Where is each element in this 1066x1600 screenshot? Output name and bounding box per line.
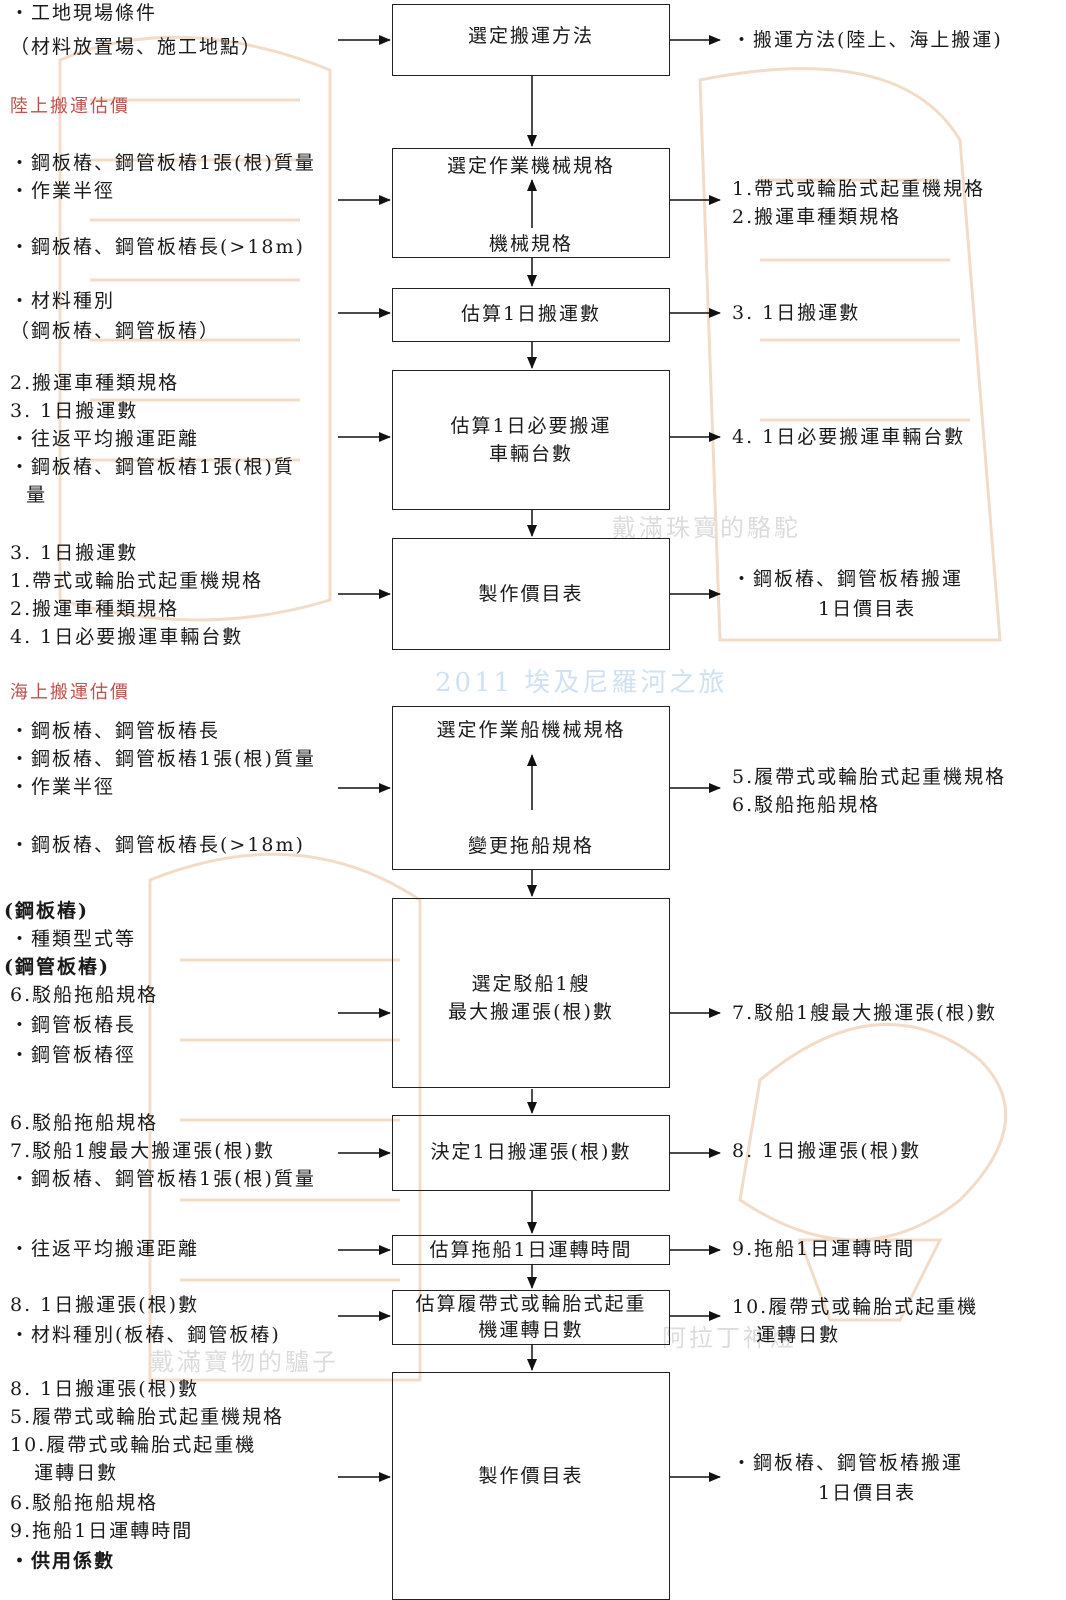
land-machine-spec-label: 機械規格 bbox=[488, 233, 573, 255]
sea-step1-input-3: ・作業半徑 bbox=[10, 776, 116, 798]
sea-step6-input-4: 運轉日數 bbox=[10, 1462, 119, 1484]
land-price-list-box bbox=[392, 538, 670, 650]
sea-step2-input-1: (鋼板樁) bbox=[4, 900, 89, 922]
land-step5-input-3: 2.搬運車種類規格 bbox=[10, 598, 180, 620]
sea-select-ship-machine-box bbox=[392, 706, 670, 870]
land-step2-input-3: ・鋼板樁、鋼管板樁長(>18m) bbox=[10, 236, 305, 258]
sea-step6-input-3: 10.履帶式或輪胎式起重機 bbox=[10, 1434, 257, 1456]
land-step4-output-1: 4. 1日必要搬運車輛台數 bbox=[732, 426, 966, 448]
sea-step3-output-1: 8. 1日搬運張(根)數 bbox=[732, 1140, 922, 1162]
sea-daily-count-box bbox=[392, 1115, 670, 1191]
sea-barge-capacity-label-1: 選定駁船1艘 bbox=[471, 973, 591, 995]
sea-step2-input-4: 6.駁船拖船規格 bbox=[10, 984, 159, 1006]
land-vehicle-count-label-2: 車輛台數 bbox=[488, 443, 573, 465]
land-step5-input-1: 3. 1日搬運數 bbox=[10, 542, 139, 564]
sea-step3-input-3: ・鋼板樁、鋼管板樁1張(根)質量 bbox=[10, 1168, 316, 1190]
land-daily-count-label: 估算1日搬運數 bbox=[460, 303, 602, 325]
sea-price-list-label: 製作價目表 bbox=[478, 1465, 584, 1487]
sea-step1-input-2: ・鋼板樁、鋼管板樁1張(根)質量 bbox=[10, 748, 316, 770]
land-step2-output-1: 1.帶式或輪胎式起重機規格 bbox=[732, 178, 986, 200]
sea-step6-input-5: 6.駁船拖船規格 bbox=[10, 1492, 159, 1514]
sea-step6-output-2: 1日價目表 bbox=[818, 1482, 917, 1504]
sea-tug-time-label: 估算拖船1日運轉時間 bbox=[429, 1239, 633, 1261]
sea-step1-output-1: 5.履帶式或輪胎式起重機規格 bbox=[732, 766, 1007, 788]
sea-daily-count-label: 決定1日搬運張(根)數 bbox=[430, 1141, 632, 1163]
sea-step5-output-1: 10.履帶式或輪胎式起重機 bbox=[732, 1296, 979, 1318]
land-step4-input-4: ・鋼板樁、鋼管板樁1張(根)質 bbox=[10, 456, 295, 478]
sea-step4-input-1: ・往返平均搬運距離 bbox=[10, 1238, 200, 1260]
sea-step5-input-1: 8. 1日搬運張(根)數 bbox=[10, 1294, 200, 1316]
sea-step6-input-6: 9.拖船1日運轉時間 bbox=[10, 1520, 194, 1542]
land-step4-input-2: 3. 1日搬運數 bbox=[10, 400, 139, 422]
sea-step2-input-2: ・種類型式等 bbox=[10, 928, 137, 950]
watermark-middle: 2011 埃及尼羅河之旅 bbox=[435, 668, 728, 698]
sea-crane-days-label-2: 機運轉日數 bbox=[478, 1319, 584, 1341]
sea-step5-output-2: 運轉日數 bbox=[732, 1324, 841, 1346]
sea-step3-input-1: 6.駁船拖船規格 bbox=[10, 1112, 159, 1134]
land-step5-output-1: ・鋼板樁、鋼管板樁搬運 bbox=[732, 568, 964, 590]
land-section-header: 陸上搬運估價 bbox=[10, 96, 130, 117]
land-select-machine-box bbox=[392, 148, 670, 258]
sea-tug-time-box bbox=[392, 1235, 670, 1265]
land-step5-output-2: 1日價目表 bbox=[818, 598, 917, 620]
land-vehicle-count-label-1: 估算1日必要搬運 bbox=[450, 415, 612, 437]
land-step3-output-1: 3. 1日搬運數 bbox=[732, 302, 861, 324]
land-step2-output-2: 2.搬運車種類規格 bbox=[732, 206, 902, 228]
sea-step1-input-1: ・鋼板樁、鋼管板樁長 bbox=[10, 720, 221, 742]
sea-crane-days-label-1: 估算履帶式或輪胎式起重 bbox=[415, 1293, 647, 1315]
land-select-method-box bbox=[392, 4, 670, 76]
land-step5-input-2: 1.帶式或輪胎式起重機規格 bbox=[10, 570, 264, 592]
sea-step2-input-5: ・鋼管板樁長 bbox=[10, 1014, 137, 1036]
sea-step6-input-7: ・供用係數 bbox=[10, 1550, 116, 1572]
land-select-method-label: 選定搬運方法 bbox=[467, 25, 594, 47]
sea-barge-capacity-label-2: 最大搬運張(根)數 bbox=[448, 1001, 614, 1023]
land-step3-input-2: （鋼板樁、鋼管板樁） bbox=[10, 320, 221, 342]
land-step2-input-1: ・鋼板樁、鋼管板樁1張(根)質量 bbox=[10, 152, 316, 174]
land-vehicle-count-box bbox=[392, 370, 670, 510]
sea-crane-days-box bbox=[392, 1290, 670, 1345]
land-price-list-label: 製作價目表 bbox=[478, 583, 584, 605]
watermark-top: 戴滿珠寶的駱駝 bbox=[612, 514, 801, 542]
sea-barge-capacity-box bbox=[392, 898, 670, 1088]
watermark-bottom-left: 戴滿寶物的驢子 bbox=[150, 1348, 339, 1376]
sea-step5-input-2: ・材料種別(板樁、鋼管板樁) bbox=[10, 1324, 281, 1346]
land-select-machine-label: 選定作業機械規格 bbox=[446, 155, 615, 177]
watermark-bottom-right: 阿拉丁神燈 bbox=[662, 1324, 797, 1352]
sea-step2-input-3: (鋼管板樁) bbox=[4, 956, 110, 978]
sea-step6-input-2: 5.履帶式或輪胎式起重機規格 bbox=[10, 1406, 285, 1428]
land-step5-input-4: 4. 1日必要搬運車輛台數 bbox=[10, 626, 244, 648]
sea-step6-input-1: 8. 1日搬運張(根)數 bbox=[10, 1378, 200, 1400]
land-step2-input-2: ・作業半徑 bbox=[10, 180, 116, 202]
sea-select-ship-machine-label: 選定作業船機械規格 bbox=[436, 719, 626, 741]
land-step4-input-3: ・往返平均搬運距離 bbox=[10, 428, 200, 450]
land-step1-input-1: ・工地現場條件 bbox=[10, 2, 158, 24]
land-step4-input-1: 2.搬運車種類規格 bbox=[10, 372, 180, 394]
land-step1-input-2: （材料放置場、施工地點） bbox=[10, 36, 263, 58]
sea-step2-output-1: 7.駁船1艘最大搬運張(根)數 bbox=[732, 1002, 998, 1024]
sea-change-tug-spec-label: 變更拖船規格 bbox=[467, 835, 594, 857]
sea-step2-input-6: ・鋼管板樁徑 bbox=[10, 1044, 137, 1066]
sea-step4-output-1: 9.拖船1日運轉時間 bbox=[732, 1238, 916, 1260]
land-daily-count-box bbox=[392, 288, 670, 342]
sea-step1-output-2: 6.駁船拖船規格 bbox=[732, 794, 881, 816]
sea-step6-output-1: ・鋼板樁、鋼管板樁搬運 bbox=[732, 1452, 964, 1474]
land-step4-input-5: 量 bbox=[10, 484, 48, 506]
land-step3-input-1: ・材料種別 bbox=[10, 290, 116, 312]
sea-section-header: 海上搬運估價 bbox=[10, 682, 130, 703]
sea-step1-input-4: ・鋼板樁、鋼管板樁長(>18m) bbox=[10, 834, 305, 856]
sea-step3-input-2: 7.駁船1艘最大搬運張(根)數 bbox=[10, 1140, 276, 1162]
land-step1-output-1: ・搬運方法(陸上、海上搬運) bbox=[732, 29, 1003, 51]
